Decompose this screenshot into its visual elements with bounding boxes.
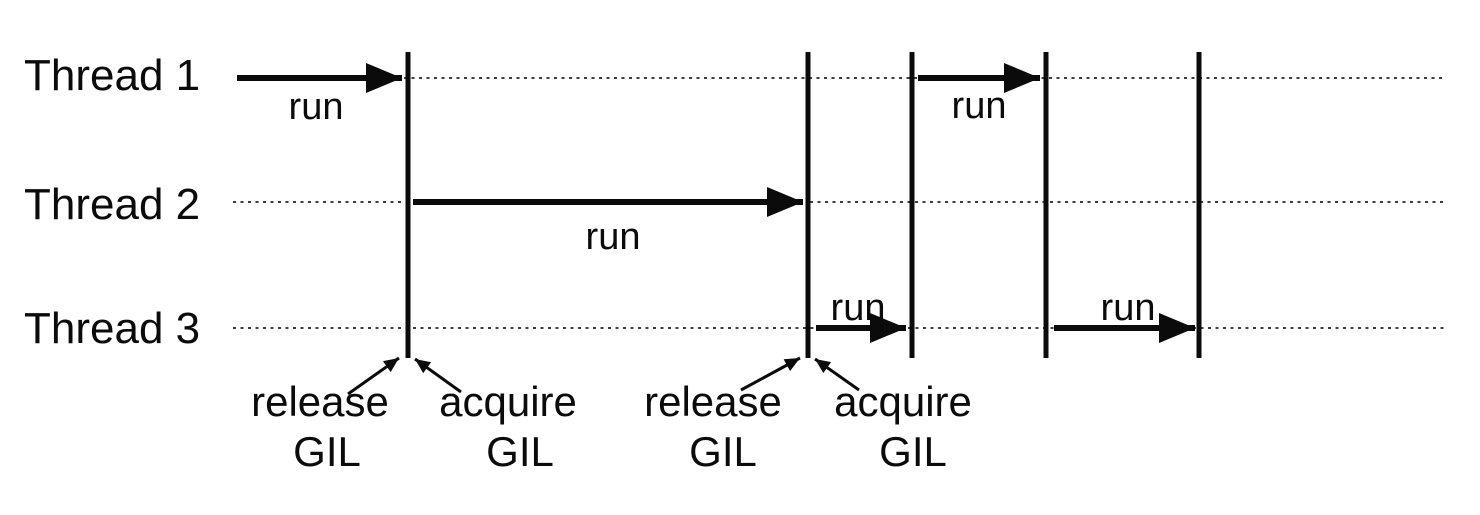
thread-3-label: Thread 3 [24, 304, 201, 353]
thread-1-label: Thread 1 [24, 51, 201, 100]
acquire-gil-word-2: acquire [834, 378, 972, 425]
run-label-thread1-first: run [288, 86, 344, 128]
release-gil-pointer-arrow-1 [347, 356, 400, 396]
release-gil-gil-1: GIL [293, 428, 361, 475]
release-gil-gil-2: GIL [689, 428, 757, 475]
release-gil-pointer-arrow-2 [740, 356, 801, 392]
acquire-gil-word-1: acquire [439, 378, 577, 425]
run-label-thread1-second: run [951, 85, 1007, 127]
acquire-gil-pointer-arrow-1 [414, 357, 462, 394]
run-label-thread3-first: run [830, 287, 886, 329]
run-label-thread2: run [585, 216, 641, 258]
acquire-gil-pointer-arrow-2 [814, 357, 860, 392]
release-gil-word-1: release [251, 378, 389, 425]
acquire-gil-gil-1: GIL [486, 428, 554, 475]
release-gil-word-2: release [644, 378, 782, 425]
thread-2-label: Thread 2 [24, 180, 201, 229]
acquire-gil-gil-2: GIL [879, 428, 947, 475]
run-label-thread3-second: run [1100, 287, 1156, 329]
